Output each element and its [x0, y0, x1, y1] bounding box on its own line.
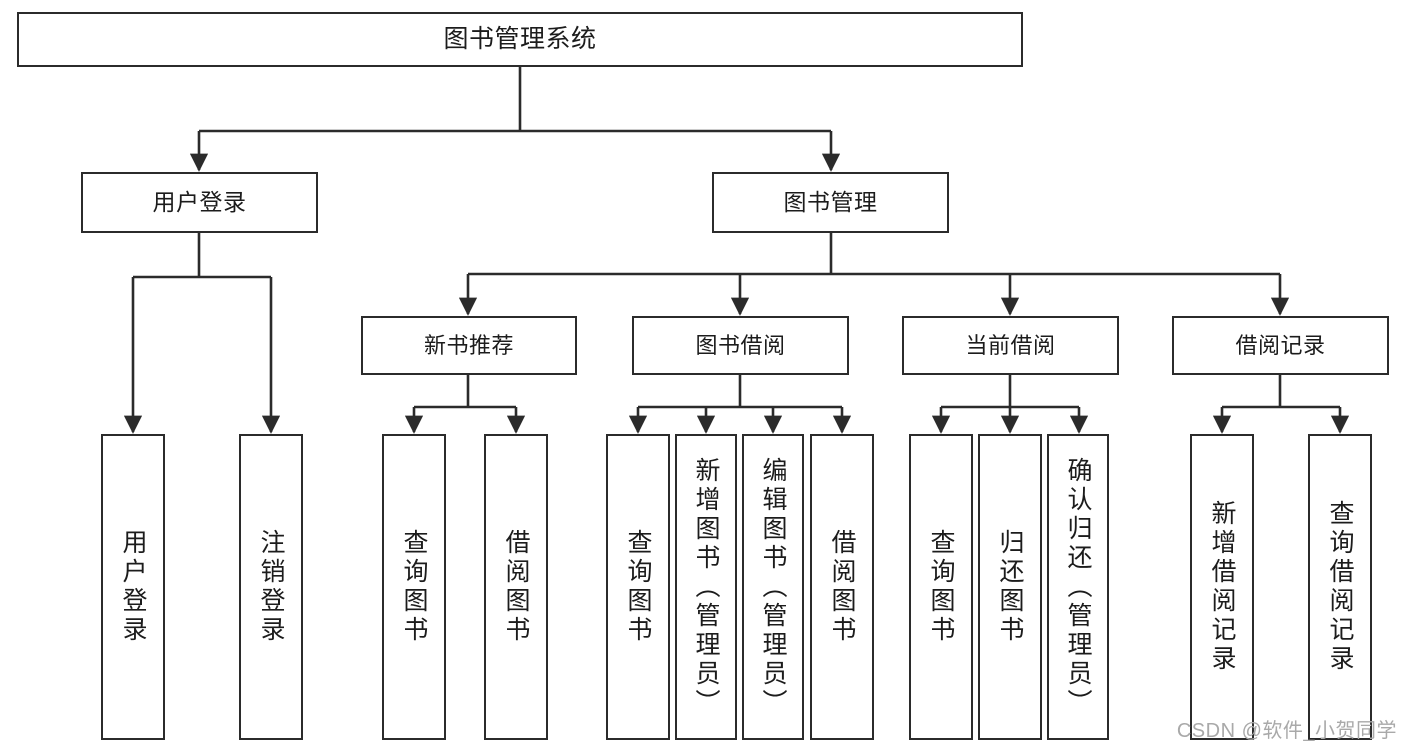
node-label: 用户登录	[119, 529, 147, 645]
watermark-text: CSDN @软件_小贺同学	[1176, 720, 1397, 742]
node-label: 图书管理	[783, 188, 878, 215]
leaf-add-borrow-record[interactable]: 新增借阅记录	[1190, 434, 1254, 740]
node-label: 新增借阅记录	[1208, 500, 1236, 674]
leaf-query-book[interactable]: 查询图书	[606, 434, 670, 740]
leaf-query-borrowed-book[interactable]: 查询图书	[909, 434, 973, 740]
node-label: 借阅记录	[1235, 332, 1326, 358]
node-label: 新书推荐	[423, 332, 514, 358]
leaf-query-borrow-record[interactable]: 查询借阅记录	[1308, 434, 1372, 740]
node-label: 新增图书（管理员）	[692, 456, 720, 718]
node-label: 借阅图书	[502, 529, 530, 645]
node-label: 查询图书	[927, 529, 955, 645]
leaf-confirm-return-admin[interactable]: 确认归还（管理员）	[1047, 434, 1109, 740]
node-label: 查询图书	[624, 529, 652, 645]
node-book-borrowing[interactable]: 图书借阅	[632, 316, 849, 375]
node-label: 注销登录	[257, 529, 285, 645]
node-new-book-recommendation[interactable]: 新书推荐	[361, 316, 577, 375]
leaf-logout[interactable]: 注销登录	[239, 434, 303, 740]
node-user-login[interactable]: 用户登录	[81, 172, 318, 233]
leaf-borrow-book-recommend[interactable]: 借阅图书	[484, 434, 548, 740]
node-borrow-records[interactable]: 借阅记录	[1172, 316, 1389, 375]
node-root-book-management-system[interactable]: 图书管理系统	[17, 12, 1023, 67]
node-label: 当前借阅	[965, 332, 1056, 358]
node-current-borrowing[interactable]: 当前借阅	[902, 316, 1119, 375]
node-label: 确认归还（管理员）	[1064, 456, 1092, 718]
node-label: 用户登录	[152, 188, 247, 215]
leaf-add-book-admin[interactable]: 新增图书（管理员）	[675, 434, 737, 740]
node-label: 借阅图书	[828, 529, 856, 645]
node-book-management[interactable]: 图书管理	[712, 172, 949, 233]
node-label: 归还图书	[996, 529, 1024, 645]
leaf-user-login[interactable]: 用户登录	[101, 434, 165, 740]
leaf-return-book[interactable]: 归还图书	[978, 434, 1042, 740]
node-label: 查询图书	[400, 529, 428, 645]
node-label: 编辑图书（管理员）	[759, 456, 787, 718]
leaf-query-book-recommend[interactable]: 查询图书	[382, 434, 446, 740]
leaf-edit-book-admin[interactable]: 编辑图书（管理员）	[742, 434, 804, 740]
node-label: 查询借阅记录	[1326, 500, 1354, 674]
leaf-borrow-book[interactable]: 借阅图书	[810, 434, 874, 740]
node-label: 图书借阅	[695, 332, 786, 358]
node-label: 图书管理系统	[443, 24, 597, 53]
